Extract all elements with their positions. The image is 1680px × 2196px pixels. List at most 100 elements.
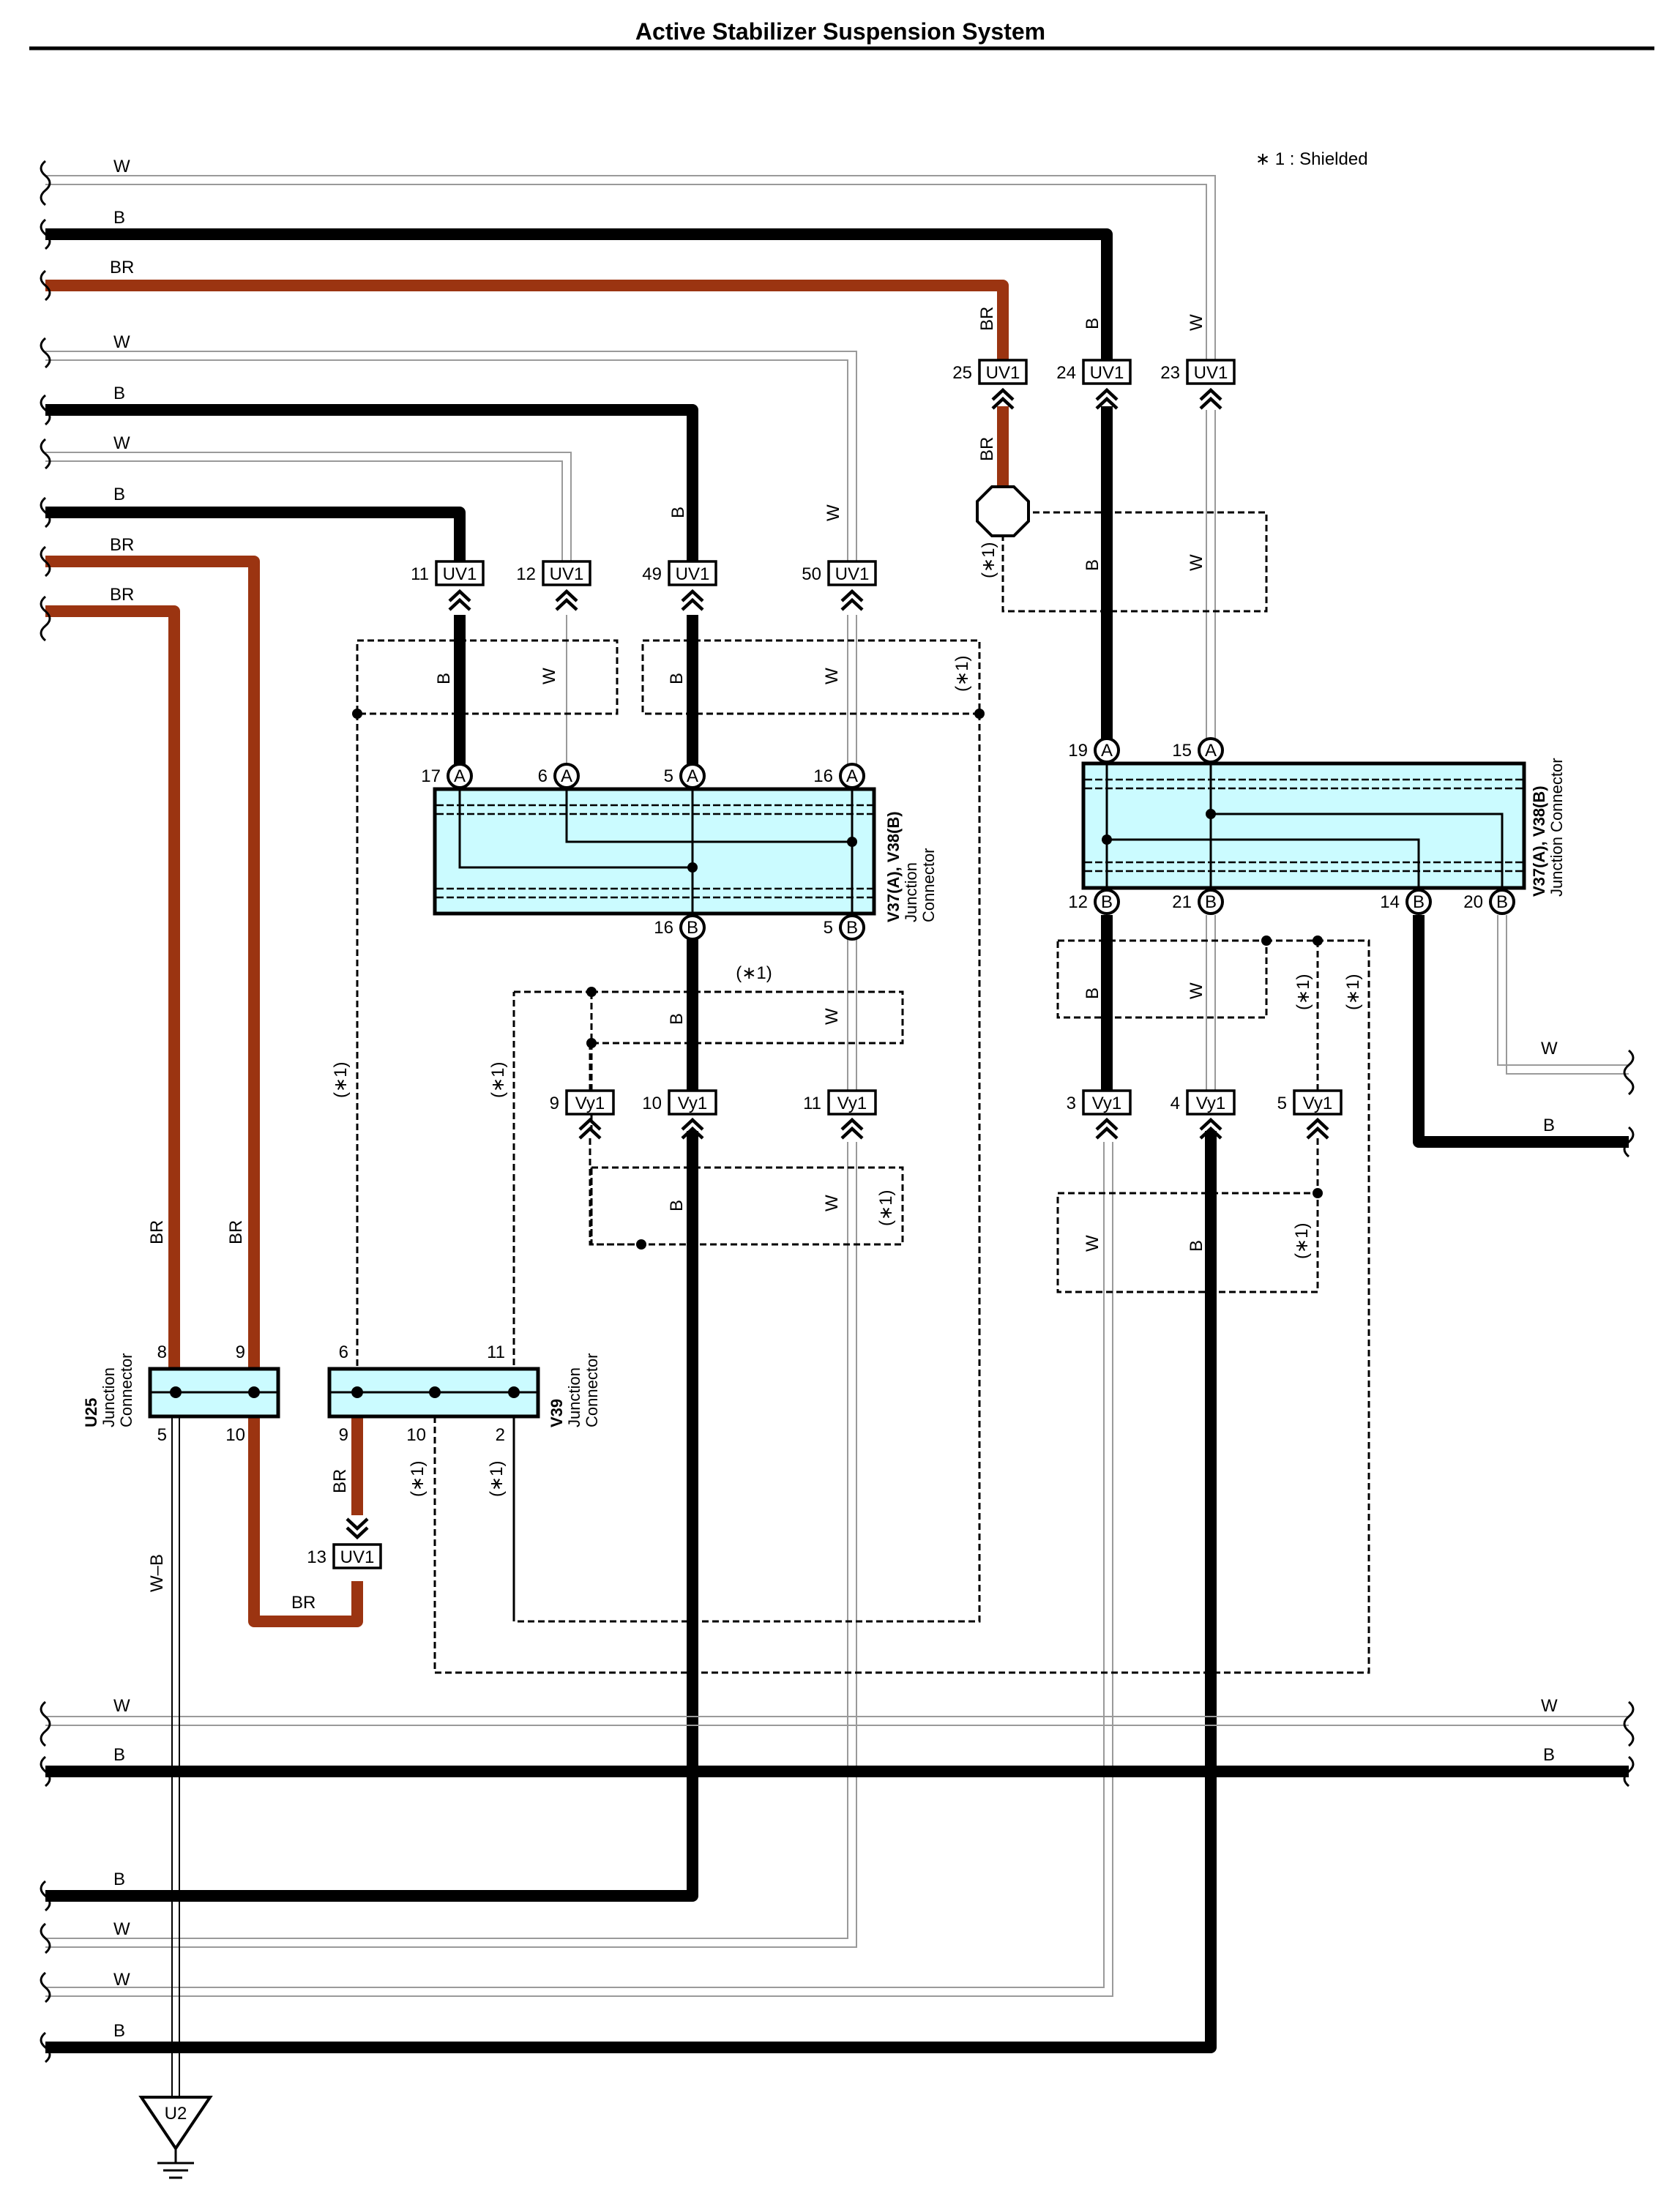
connector-uv1-23: UV1 23 (1160, 359, 1236, 408)
svg-text:13: 13 (307, 1547, 326, 1567)
svg-text:U2: U2 (165, 2104, 187, 2124)
svg-text:15: 15 (1172, 741, 1192, 761)
svg-text:(∗1): (∗1) (736, 963, 772, 983)
svg-text:Vy1: Vy1 (575, 1094, 605, 1113)
shield-legend: ∗ 1 : Shielded (1255, 149, 1368, 169)
svg-text:W: W (1187, 554, 1206, 571)
svg-text:17: 17 (421, 766, 441, 786)
svg-text:25: 25 (952, 363, 972, 383)
svg-text:B: B (668, 507, 688, 518)
svg-text:W: W (113, 433, 130, 453)
connector-vy1-3: Vy1 3 (1067, 1089, 1132, 1138)
svg-text:BR: BR (110, 585, 134, 605)
connector-vy1-4: Vy1 4 (1171, 1089, 1236, 1138)
svg-text:21: 21 (1172, 892, 1192, 912)
svg-text:W: W (824, 504, 843, 521)
svg-text:(∗1): (∗1) (876, 1190, 896, 1226)
svg-text:B: B (113, 1870, 125, 1889)
shield-dots (352, 709, 1323, 1250)
svg-text:B: B (1413, 892, 1425, 912)
svg-text:W–B: W–B (147, 1554, 167, 1592)
svg-text:Junction: Junction (565, 1367, 583, 1427)
svg-text:BR: BR (110, 258, 134, 277)
svg-text:50: 50 (802, 564, 821, 584)
svg-text:8: 8 (157, 1342, 167, 1362)
splice-octagon (976, 485, 1030, 537)
svg-text:B: B (1543, 1116, 1555, 1135)
svg-text:14: 14 (1380, 892, 1400, 912)
svg-text:W: W (113, 1919, 130, 1939)
svg-text:BR: BR (110, 535, 134, 555)
vertical-wire-labels: BR B W BR (∗1) B W B W B W B W (∗1) (∗1)… (147, 307, 1363, 1613)
shields (356, 511, 1370, 1674)
svg-text:B: B (113, 485, 125, 504)
svg-text:BR: BR (977, 437, 997, 461)
svg-text:A: A (561, 766, 572, 786)
svg-text:B: B (1187, 1240, 1206, 1252)
svg-text:19: 19 (1068, 741, 1088, 761)
svg-text:W: W (822, 1195, 842, 1211)
connector-uv1-25: UV1 25 (952, 359, 1028, 408)
svg-text:(∗1): (∗1) (1343, 974, 1363, 1010)
svg-text:BR: BR (226, 1220, 246, 1244)
svg-text:(∗1): (∗1) (487, 1461, 507, 1497)
svg-text:(∗1): (∗1) (1292, 1223, 1312, 1259)
svg-text:W: W (113, 1970, 130, 1990)
svg-text:B: B (1496, 892, 1508, 912)
svg-text:Connector: Connector (583, 1353, 601, 1427)
svg-text:12: 12 (516, 564, 536, 584)
junction-connector-u25: 8 9 5 10 U25 Junction Connector (82, 1342, 280, 1445)
connector-uv1-12: UV1 12 (516, 560, 591, 610)
svg-text:B: B (1543, 1745, 1555, 1765)
connector-uv1-50: UV1 50 (802, 560, 877, 610)
svg-text:12: 12 (1068, 892, 1088, 912)
svg-text:Vy1: Vy1 (1196, 1094, 1225, 1113)
connector-vy1-5: Vy1 5 (1277, 1089, 1343, 1193)
svg-text:9: 9 (236, 1342, 245, 1362)
svg-text:Junction: Junction (100, 1367, 118, 1427)
svg-text:11: 11 (411, 564, 429, 584)
svg-text:UV1: UV1 (340, 1547, 375, 1567)
svg-text:Vy1: Vy1 (837, 1094, 867, 1113)
svg-text:5: 5 (824, 918, 833, 938)
svg-text:B: B (113, 2021, 125, 2041)
svg-text:Vy1: Vy1 (1303, 1094, 1332, 1113)
svg-text:Connector: Connector (117, 1353, 135, 1427)
svg-text:A: A (846, 766, 858, 786)
svg-text:B: B (687, 918, 698, 938)
ground-u2: U2 (138, 2096, 213, 2179)
svg-text:(∗1): (∗1) (979, 542, 998, 578)
svg-text:B: B (1205, 892, 1217, 912)
svg-text:4: 4 (1171, 1094, 1180, 1113)
svg-text:Connector: Connector (919, 848, 938, 922)
svg-text:9: 9 (339, 1425, 348, 1445)
svg-text:W: W (822, 1008, 842, 1025)
svg-text:3: 3 (1067, 1094, 1076, 1113)
connector-uv1-13: UV1 13 (307, 1519, 382, 1569)
svg-text:(∗1): (∗1) (952, 656, 972, 692)
svg-text:Vy1: Vy1 (1092, 1094, 1121, 1113)
svg-text:5: 5 (1277, 1094, 1287, 1113)
svg-text:UV1: UV1 (550, 564, 584, 584)
junction-connector-v39: 6 11 9 10 2 V39 Junction Connector (327, 1342, 601, 1445)
svg-text:6: 6 (339, 1342, 348, 1362)
svg-text:A: A (1205, 741, 1217, 761)
connector-vy1-9: Vy1 9 (550, 1043, 641, 1246)
svg-text:B: B (1083, 987, 1102, 999)
svg-text:W: W (1083, 1235, 1102, 1252)
svg-text:(∗1): (∗1) (1293, 974, 1313, 1010)
svg-text:(∗1): (∗1) (331, 1062, 351, 1098)
svg-text:B: B (667, 1200, 687, 1211)
svg-text:11: 11 (803, 1094, 821, 1113)
svg-text:W: W (1187, 982, 1206, 999)
svg-text:2: 2 (496, 1425, 505, 1445)
svg-text:49: 49 (642, 564, 662, 584)
svg-text:(∗1): (∗1) (488, 1062, 508, 1098)
svg-text:A: A (1101, 741, 1113, 761)
svg-text:10: 10 (225, 1425, 245, 1445)
junction-connector-right: A A 19 15 B B B B 12 21 14 20 V37(A), V3… (1068, 737, 1566, 915)
svg-text:W: W (113, 1696, 130, 1716)
svg-text:V37(A), V38(B): V37(A), V38(B) (884, 811, 903, 922)
svg-text:B: B (434, 673, 454, 684)
svg-text:B: B (113, 1745, 125, 1765)
